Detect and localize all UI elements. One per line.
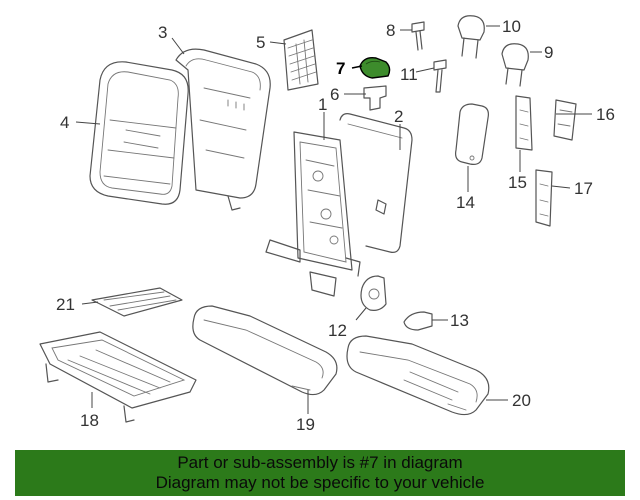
part-14-cover-panel[interactable] (455, 103, 489, 165)
callout-12[interactable]: 12 (328, 321, 347, 340)
part-20-cushion-cover[interactable] (346, 335, 490, 416)
callout-14[interactable]: 14 (456, 193, 475, 212)
callout-5[interactable]: 5 (256, 33, 265, 52)
part-5-seat-back-pad[interactable] (283, 29, 319, 91)
part-19-seat-cushion[interactable] (192, 305, 338, 396)
callout-13[interactable]: 13 (450, 311, 469, 330)
callout-9[interactable]: 9 (544, 43, 553, 62)
part-12-round-cover[interactable] (360, 275, 387, 311)
callout-19[interactable]: 19 (296, 415, 315, 434)
exploded-parts-diagram: 1 2 3 4 5 6 7 8 9 10 11 12 13 14 15 16 1… (39, 15, 615, 434)
callout-6[interactable]: 6 (330, 85, 339, 104)
part-1-seat-frame[interactable] (265, 131, 361, 297)
part-8-bolt[interactable] (411, 21, 425, 51)
info-banner: Part or sub-assembly is #7 in diagram Di… (15, 450, 625, 496)
part-3-seat-back-frame[interactable] (175, 48, 271, 211)
callout-1[interactable]: 1 (318, 95, 327, 114)
part-9-headrest[interactable] (501, 43, 529, 87)
callout-16[interactable]: 16 (596, 105, 615, 124)
part-13-trim-cap[interactable] (403, 311, 433, 331)
callout-labels: 1 2 3 4 5 6 7 8 9 10 11 12 13 14 15 16 1… (56, 17, 615, 434)
callout-20[interactable]: 20 (512, 391, 531, 410)
part-21-seat-pad[interactable] (91, 287, 183, 317)
callout-11[interactable]: 11 (400, 65, 418, 84)
banner-line-disclaimer: Diagram may not be specific to your vehi… (155, 473, 485, 492)
part-16-bracket[interactable] (553, 99, 577, 141)
part-4-seat-back-cushion[interactable] (89, 61, 189, 205)
part-10-headrest[interactable] (457, 15, 485, 59)
leader-lines (75, 25, 592, 414)
callout-7-highlighted[interactable]: 7 (336, 59, 345, 78)
part-15-bracket[interactable] (515, 95, 533, 151)
banner-line-part-number: Part or sub-assembly is #7 in diagram (177, 453, 463, 472)
part-18-cushion-frame[interactable] (39, 331, 197, 423)
callout-8[interactable]: 8 (386, 21, 395, 40)
callout-10[interactable]: 10 (502, 17, 521, 36)
callout-15[interactable]: 15 (508, 173, 527, 192)
callout-21[interactable]: 21 (56, 295, 75, 314)
callout-3[interactable]: 3 (158, 23, 167, 42)
part-7-cap-highlighted[interactable] (359, 56, 391, 79)
part-6-headrest-guide[interactable] (363, 85, 387, 111)
part-2-seat-back-panel[interactable] (339, 113, 413, 253)
callout-17[interactable]: 17 (574, 179, 593, 198)
part-17-bracket[interactable] (535, 169, 553, 227)
callout-18[interactable]: 18 (80, 411, 99, 430)
callout-4[interactable]: 4 (60, 113, 69, 132)
part-11-pin[interactable] (433, 59, 447, 93)
callout-2[interactable]: 2 (394, 107, 403, 126)
